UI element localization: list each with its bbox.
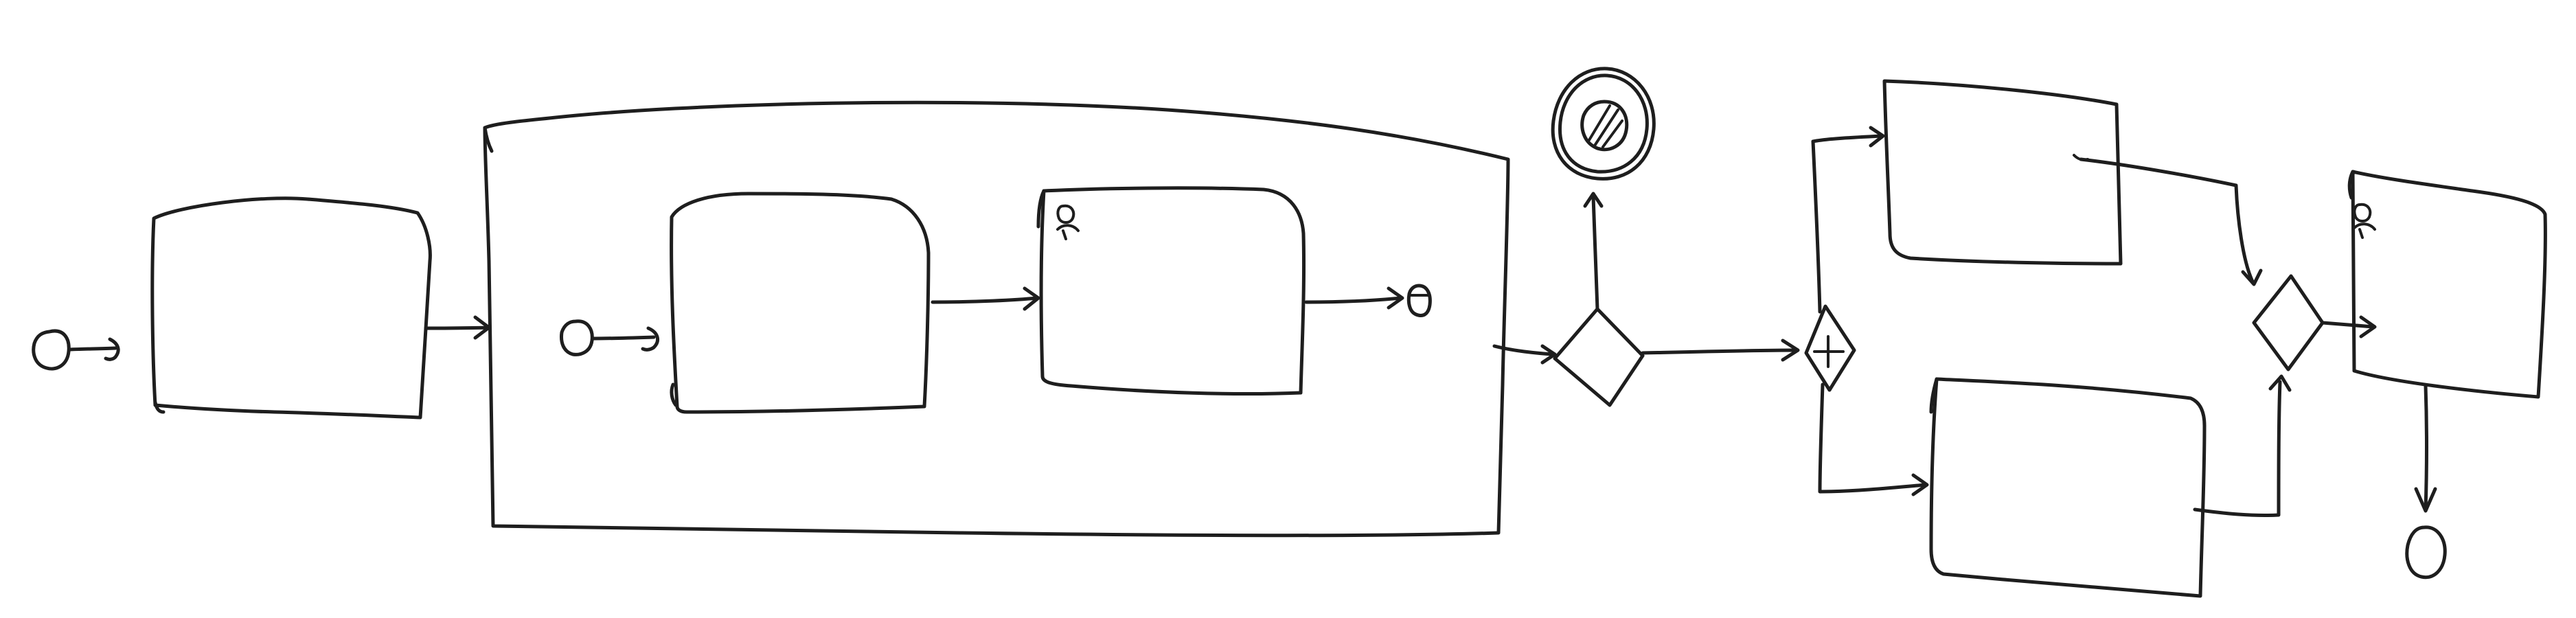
end-event-main[interactable] (2405, 525, 2447, 580)
sequence-flow-lower-task-to-join (2193, 374, 2292, 518)
end-event-sub[interactable] (1406, 284, 1432, 317)
error-end-event[interactable] (1551, 67, 1656, 181)
parallel-task-lower[interactable] (1929, 377, 2207, 598)
parallel-task-upper[interactable] (1882, 79, 2123, 266)
user-task-marker-icon (1056, 204, 1080, 240)
sequence-flow-split-to-upper-task (1811, 126, 1885, 314)
sequence-flow-start-to-task1 (68, 337, 120, 361)
sub-task-2[interactable] (1036, 186, 1306, 396)
parallel-split-gateway[interactable] (1804, 304, 1856, 392)
sequence-flow-subprocess-to-gateway (1492, 344, 1557, 365)
start-event-main[interactable] (32, 329, 71, 371)
subprocess[interactable] (483, 100, 1510, 538)
sequence-flow-gateway-to-error-end (1583, 192, 1604, 311)
start-event-sub[interactable] (560, 319, 594, 356)
sequence-flow-join-to-final-task (2321, 315, 2377, 339)
sequence-flow-gateway-to-parallel-split (1641, 339, 1800, 362)
sequence-flow-upper-task-to-join (2073, 154, 2263, 286)
sequence-flow-final-task-to-end (2414, 384, 2437, 513)
user-task-marker-icon-final (2353, 203, 2376, 239)
exclusive-gateway[interactable] (1553, 307, 1645, 407)
sequence-flow-split-to-lower-task (1818, 382, 1929, 496)
sequence-flow-subtask1-to-subtask2 (931, 286, 1040, 311)
join-gateway[interactable] (2252, 274, 2325, 371)
sequence-flow-subtask2-to-sub-end (1304, 286, 1404, 310)
final-task[interactable] (2347, 170, 2547, 399)
task-1[interactable] (150, 196, 432, 420)
sequence-flow-sub-start-to-subtask1 (591, 326, 660, 352)
sequence-flow-task1-to-subprocess (424, 315, 491, 340)
sub-task-1[interactable] (670, 192, 931, 414)
